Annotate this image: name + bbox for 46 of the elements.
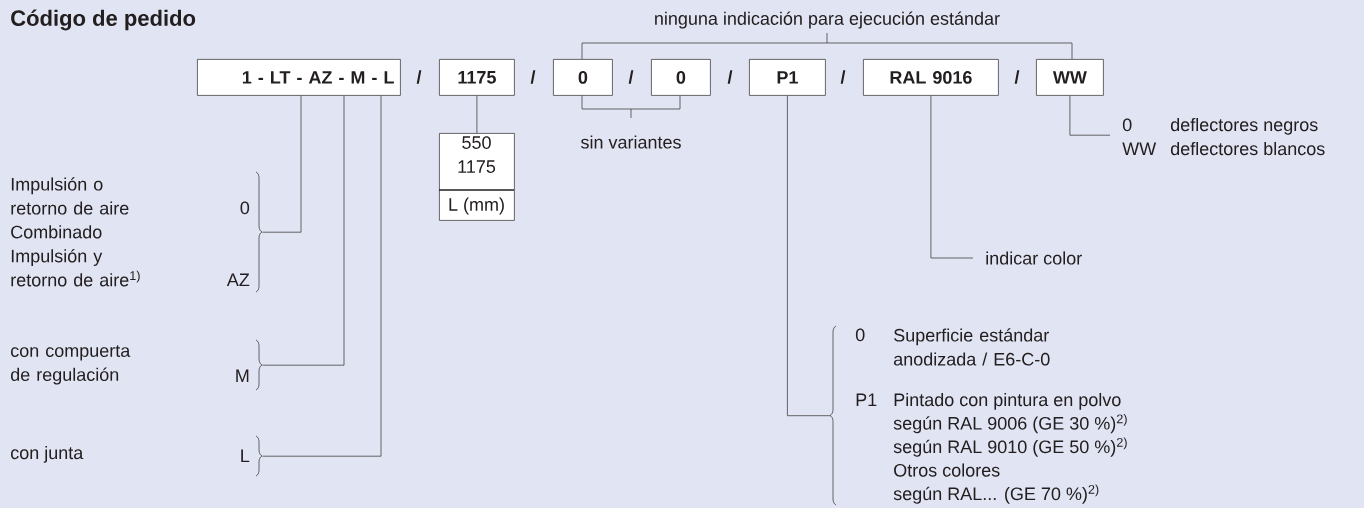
leader-line (930, 95, 974, 259)
option-text: deflectores negros (1170, 117, 1318, 135)
table-cell: L (mm) (449, 197, 504, 215)
option-code: WW (1122, 142, 1157, 155)
option-text: Superficie estándar anodizada / E6-C-0 (894, 328, 1050, 366)
code-box: RAL 9016 (863, 59, 999, 96)
leader-line (262, 95, 382, 457)
option-code: 0 (240, 201, 250, 215)
leader-line (476, 95, 478, 134)
leader-line (262, 95, 302, 233)
option-text: deflectores blancos (1170, 141, 1325, 156)
title: Código de pedido (11, 9, 196, 31)
option-text: según RAL 9006 (GE 30 %)$^{2)}$ (893, 414, 1127, 434)
separator-slash: / (416, 70, 422, 84)
option-code: 0 (1122, 118, 1132, 132)
option-text: con compuerta de regulación (10, 345, 131, 385)
option-text: según RAL... (GE 70 %)$^{2)}$ (893, 484, 1099, 504)
bracket-label: sin variantes (581, 135, 681, 149)
leader-line (262, 95, 345, 366)
separator-slash: / (530, 70, 536, 84)
option-text: Impulsión o retorno de aire (11, 177, 129, 215)
leader-line (1069, 95, 1111, 136)
separator-slash: / (840, 70, 846, 84)
option-text: Otros colores (894, 463, 1000, 477)
option-code: AZ (226, 273, 250, 286)
table-cell: 550 1175 (458, 136, 496, 173)
code-box: 1 - LT - AZ - M - L (197, 59, 401, 96)
bracket-label: ninguna indicación para ejecución estándar (655, 11, 1000, 29)
option-code: L (241, 449, 250, 462)
option-code: 0 (855, 328, 865, 342)
separator-slash: / (1014, 70, 1020, 84)
note-text: indicar color (986, 251, 1082, 265)
option-text: con junta (11, 445, 84, 463)
option-text: Combinado Impulsión y retorno de aire$^{1)}$ (11, 225, 140, 287)
option-text: según RAL 9010 (GE 50 %)$^{2)}$ (893, 437, 1127, 457)
code-box: 1175 (439, 59, 515, 96)
option-code: P1 (856, 393, 877, 406)
code-box: P1 (749, 59, 826, 96)
code-box: 0 (651, 59, 711, 96)
leader-line (787, 95, 831, 417)
code-box: 0 (553, 59, 613, 96)
option-text: Pintado con pintura en polvo (894, 392, 1121, 410)
separator-slash: / (628, 70, 634, 84)
separator-slash: / (727, 70, 733, 84)
code-box: WW (1036, 59, 1104, 96)
option-code: M (236, 369, 249, 382)
